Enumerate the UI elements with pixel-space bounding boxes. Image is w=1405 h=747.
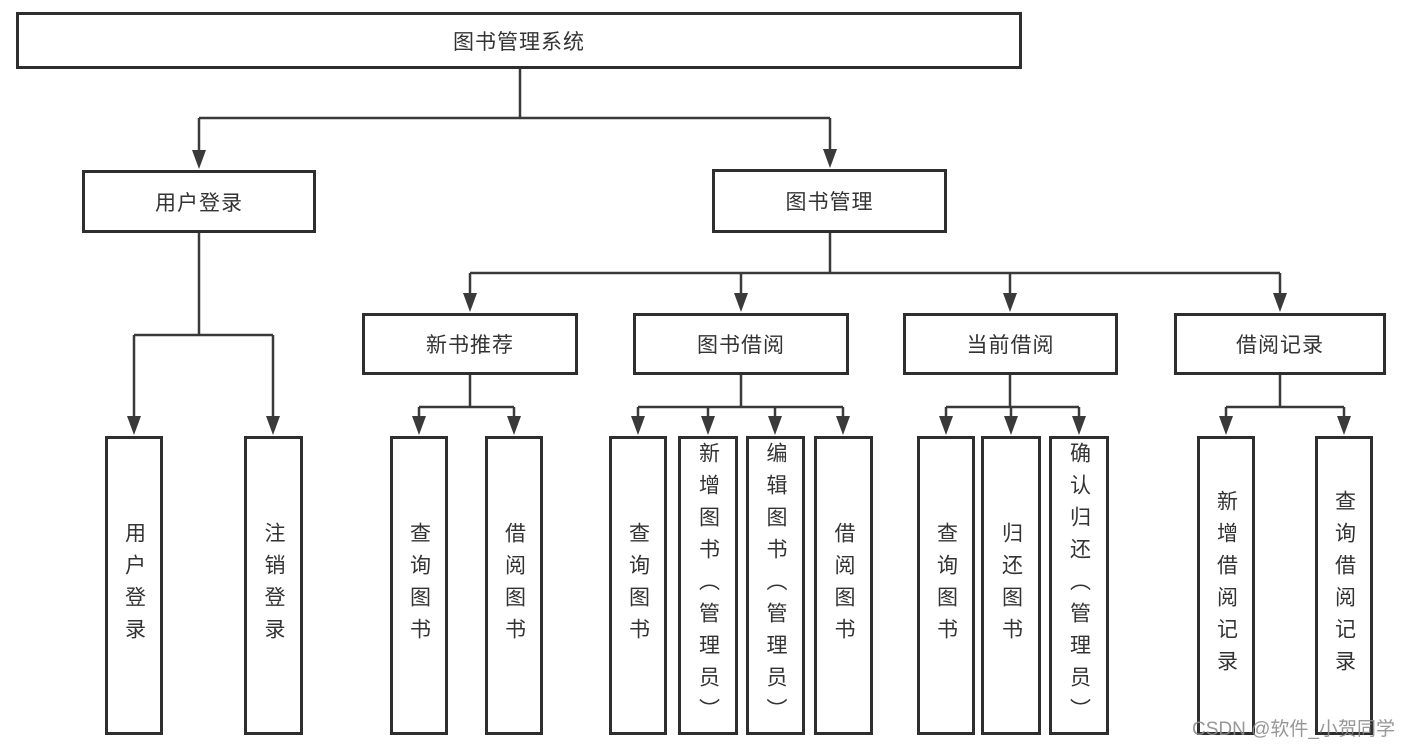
arrow-icon (1004, 416, 1018, 435)
arrow-icon (701, 416, 715, 435)
node-book-management: 图书管理 (712, 169, 947, 233)
leaf-query-books-current: 查询图书 (917, 436, 975, 735)
node-label: 新增借阅记录 (1214, 489, 1238, 682)
node-label: 编辑图书（管理员） (764, 441, 787, 730)
arrow-icon (768, 416, 782, 435)
node-label: 查询图书 (626, 521, 650, 650)
node-label: 查询图书 (407, 521, 431, 650)
node-label: 借阅图书 (502, 521, 526, 650)
arrow-icon (823, 149, 837, 168)
arrow-icon (1337, 416, 1351, 435)
node-user-login: 用户登录 (82, 170, 316, 233)
connector-borrow-records (1224, 375, 1346, 419)
arrow-icon (192, 150, 206, 169)
arrow-icon (127, 416, 141, 435)
arrow-icon (836, 416, 850, 435)
arrow-icon (734, 293, 748, 312)
node-label: 借阅记录 (1236, 334, 1324, 357)
arrow-icon (266, 416, 280, 435)
node-label: 查询图书 (934, 521, 958, 650)
node-library-management-system: 图书管理系统 (16, 12, 1022, 69)
connector-new-book (417, 375, 516, 419)
arrow-icon (507, 416, 521, 435)
leaf-add-borrow-record: 新增借阅记录 (1197, 436, 1255, 735)
arrow-icon (631, 416, 645, 435)
node-borrow-records: 借阅记录 (1174, 313, 1386, 375)
leaf-borrow-books: 借阅图书 (814, 436, 873, 735)
leaf-query-borrow-record: 查询借阅记录 (1315, 436, 1373, 735)
arrow-icon (1273, 293, 1287, 312)
arrow-icon (463, 293, 477, 312)
node-label: 归还图书 (999, 521, 1023, 650)
node-label: 查询借阅记录 (1332, 489, 1356, 682)
arrow-icon (412, 416, 426, 435)
connector-root (197, 69, 832, 152)
leaf-add-books-admin: 新增图书（管理员） (678, 436, 738, 735)
node-label: 当前借阅 (966, 334, 1055, 357)
node-label: 注销登录 (262, 521, 285, 650)
arrow-icon (1072, 416, 1086, 435)
node-label: 确认归还（管理员） (1067, 441, 1091, 730)
node-new-book-recommend: 新书推荐 (362, 313, 578, 375)
arrow-icon (1003, 293, 1017, 312)
node-label: 图书管理 (785, 191, 874, 214)
csdn-watermark: CSDN @软件_小贺同学 (1192, 719, 1395, 740)
connector-user-login (132, 233, 275, 419)
leaf-query-books-borrow: 查询图书 (609, 436, 667, 735)
connector-book-borrow (636, 375, 845, 419)
leaf-borrow-books-recommend: 借阅图书 (485, 436, 543, 735)
leaf-user-login: 用户登录 (105, 436, 163, 735)
leaf-return-books: 归还图书 (981, 436, 1041, 735)
node-current-borrow: 当前借阅 (903, 313, 1118, 375)
leaf-logout: 注销登录 (244, 436, 303, 735)
leaf-query-books-recommend: 查询图书 (390, 436, 448, 735)
node-label: 新增图书（管理员） (696, 441, 720, 730)
node-label: 图书管理系统 (453, 30, 585, 54)
connector-current-borrow (944, 375, 1081, 419)
arrow-icon (1219, 416, 1233, 435)
arrow-icon (939, 416, 953, 435)
node-label: 新书推荐 (426, 334, 514, 357)
node-label: 用户登录 (155, 191, 243, 215)
leaf-edit-books-admin: 编辑图书（管理员） (746, 436, 805, 735)
node-label: 借阅图书 (832, 521, 855, 650)
leaf-confirm-return-admin: 确认归还（管理员） (1049, 436, 1109, 735)
connector-book-management (468, 233, 1282, 295)
node-label: 图书借阅 (697, 334, 785, 357)
node-label: 用户登录 (122, 521, 146, 650)
node-book-borrow: 图书借阅 (633, 313, 849, 375)
